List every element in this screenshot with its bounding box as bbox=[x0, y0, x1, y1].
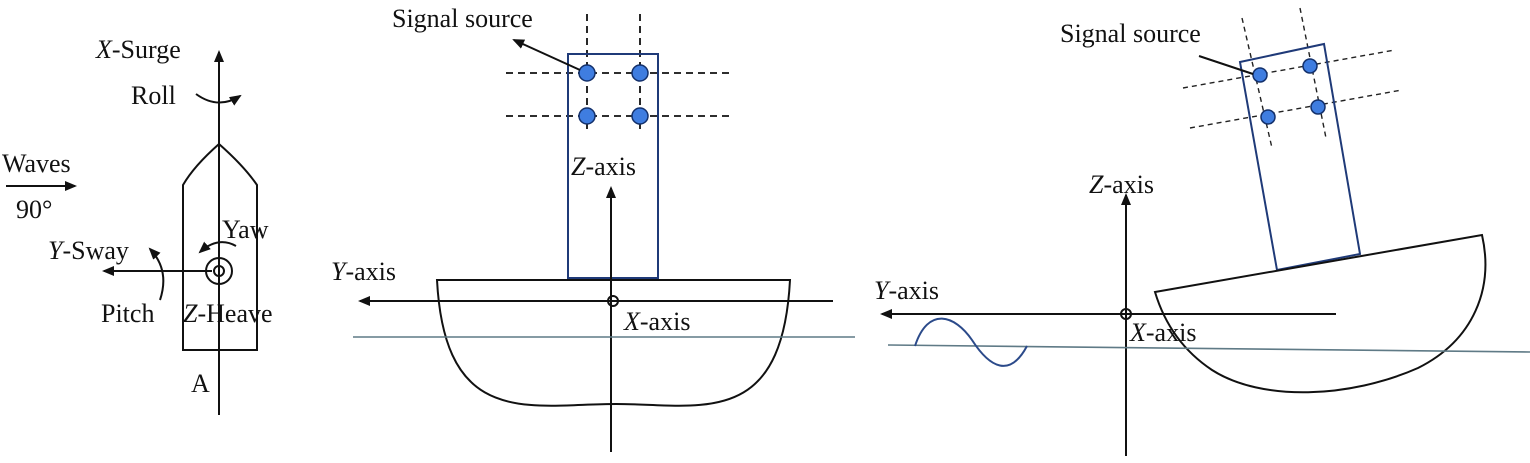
water-line bbox=[887, 344, 1530, 353]
roll-arrow bbox=[195, 93, 242, 106]
z-axis-suffix: -axis bbox=[1103, 170, 1154, 199]
y-axis-letter: Y bbox=[331, 257, 348, 286]
z-axis-letter: Z bbox=[571, 152, 586, 181]
mast-frame bbox=[567, 53, 659, 279]
origin-marker bbox=[1120, 308, 1132, 320]
signal-source-point bbox=[1252, 67, 1268, 83]
x-surge-suffix: -Surge bbox=[112, 35, 181, 64]
y-axis-label: Y-axis bbox=[874, 276, 939, 305]
yaw-label: Yaw bbox=[222, 215, 269, 244]
origin-marker bbox=[607, 295, 619, 307]
z-axis-letter: Z bbox=[1089, 170, 1104, 199]
hull-cross-section bbox=[435, 279, 792, 407]
dash-tilted-horizontal-bottom bbox=[1189, 89, 1403, 129]
dash-tilted-vertical-left bbox=[1241, 17, 1273, 149]
heave-symbol-inner bbox=[213, 265, 225, 277]
x-axis-suffix: -axis bbox=[1146, 318, 1197, 347]
signal-source-point bbox=[631, 107, 649, 125]
signal-source-point bbox=[1260, 109, 1276, 125]
heave-symbol-outer bbox=[205, 257, 233, 285]
x-axis-letter: X bbox=[1129, 318, 1147, 347]
x-axis-suffix: -axis bbox=[640, 307, 691, 336]
z-axis-label: Z-axis bbox=[571, 152, 636, 181]
signal-source-pointer bbox=[1198, 55, 1254, 75]
panel-c-tilted-front-view: Signal source Z-axis Y-axis X-axis bbox=[874, 7, 1530, 456]
waves-label: Waves bbox=[2, 149, 71, 178]
y-sway-letter: Y bbox=[48, 236, 65, 265]
signal-source-point bbox=[1302, 58, 1318, 74]
x-surge-label: X-Surge bbox=[95, 35, 181, 64]
z-axis-suffix: -axis bbox=[585, 152, 636, 181]
panel-a-ship-top-view: X-Surge Roll Waves 90° Yaw Y-Sway Pitch … bbox=[2, 35, 273, 415]
y-axis-suffix: -axis bbox=[888, 276, 939, 305]
y-axis-label: Y-axis bbox=[331, 257, 396, 286]
signal-source-label: Signal source bbox=[392, 4, 533, 33]
signal-source-point bbox=[631, 64, 649, 82]
signal-source-point bbox=[578, 64, 596, 82]
x-axis-label: X-axis bbox=[1129, 318, 1196, 347]
dash-tilted-horizontal-top bbox=[1182, 49, 1396, 89]
y-sway-label: Y-Sway bbox=[48, 236, 129, 265]
z-heave-label: Z-Heave bbox=[183, 299, 273, 328]
x-axis-letter: X bbox=[623, 307, 641, 336]
yaw-arrow bbox=[198, 241, 237, 254]
y-sway-suffix: -Sway bbox=[62, 236, 128, 265]
waves-angle-label: 90° bbox=[16, 195, 52, 224]
signal-source-point bbox=[1310, 99, 1326, 115]
panel-b-upright-front-view: Signal source Z-axis Y-axis X-axis bbox=[331, 4, 855, 452]
signal-source-pointer bbox=[512, 39, 581, 71]
tilted-hull-cross-section bbox=[1153, 233, 1487, 394]
z-heave-letter: Z bbox=[183, 299, 198, 328]
x-axis-label: X-axis bbox=[623, 307, 690, 336]
ship-hull-outline bbox=[182, 142, 258, 351]
y-axis-suffix: -axis bbox=[345, 257, 396, 286]
pitch-label: Pitch bbox=[101, 299, 154, 328]
signal-source-label: Signal source bbox=[1060, 19, 1201, 48]
z-axis-label: Z-axis bbox=[1089, 170, 1154, 199]
pitch-arrow bbox=[148, 247, 165, 301]
x-surge-letter: X bbox=[95, 35, 113, 64]
tilted-mast-frame bbox=[1238, 42, 1362, 272]
wave-curve bbox=[914, 317, 1028, 367]
z-heave-suffix: -Heave bbox=[197, 299, 272, 328]
y-axis-letter: Y bbox=[874, 276, 891, 305]
point-a-label: A bbox=[191, 369, 210, 398]
signal-source-point bbox=[578, 107, 596, 125]
roll-label: Roll bbox=[131, 81, 176, 110]
